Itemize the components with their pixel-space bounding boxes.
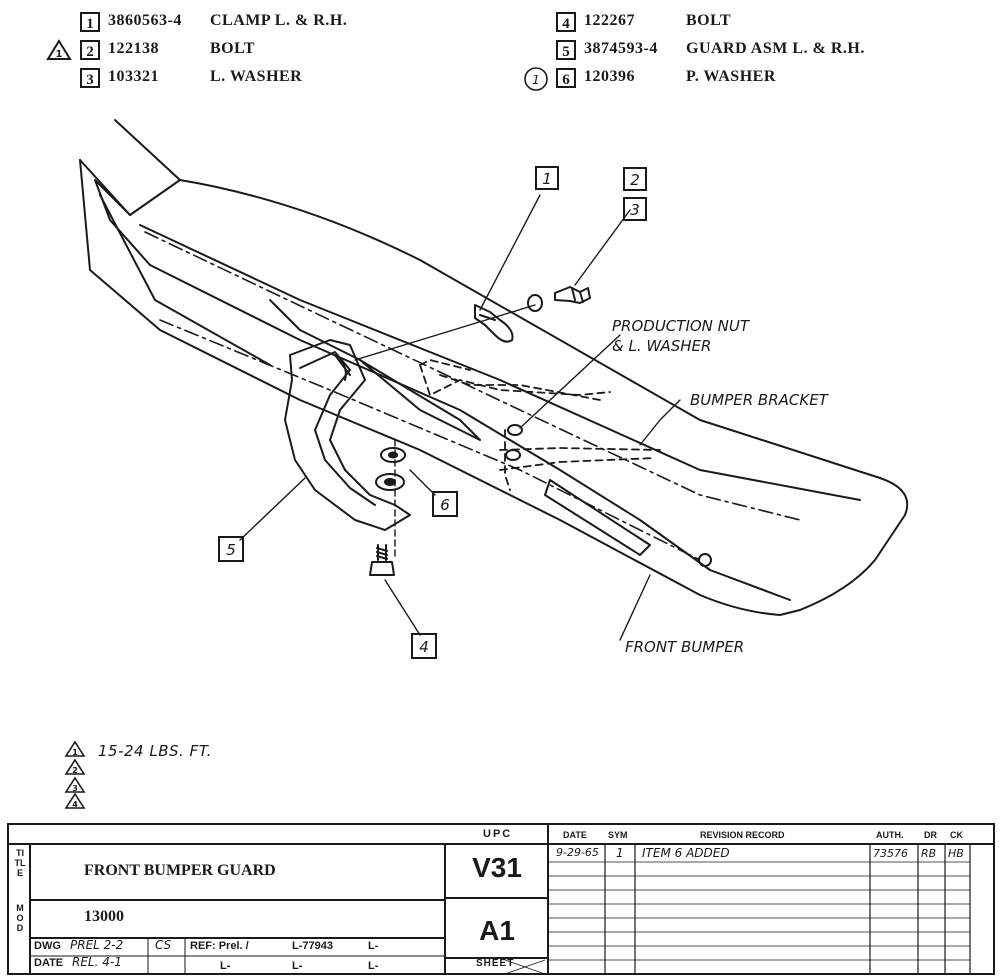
rev-header-dr: DR bbox=[924, 830, 937, 840]
ref-l-slot: L- bbox=[368, 960, 379, 972]
revision-flag-number: 1 bbox=[532, 73, 540, 87]
torque-note: 15-24 LBS. FT. bbox=[98, 742, 212, 760]
ref-label: REF: Prel. / bbox=[190, 940, 249, 952]
parts-list-description: BOLT bbox=[686, 12, 731, 29]
parts-list-item-number: 3 bbox=[80, 68, 100, 88]
callout-4: 4 bbox=[419, 638, 429, 656]
model-number: 13000 bbox=[84, 908, 124, 925]
revision-ck: HB bbox=[948, 847, 964, 860]
ref-l-slot: L- bbox=[292, 960, 303, 972]
drawing-title: FRONT BUMPER GUARD bbox=[84, 862, 276, 879]
leader-production-nut bbox=[519, 334, 621, 429]
parts-list-item-number: 2 bbox=[80, 40, 100, 60]
date-label: DATE bbox=[34, 957, 64, 969]
revision-record: ITEM 6 ADDED bbox=[642, 846, 730, 860]
callout-5: 5 bbox=[226, 541, 236, 559]
leader-5 bbox=[239, 477, 306, 541]
sheet-label: SHEET bbox=[476, 958, 515, 969]
torque-flag-number: 1 bbox=[56, 49, 63, 60]
parts-list-part-number: 103321 bbox=[108, 68, 159, 85]
parts-list-description: GUARD ASM L. & R.H. bbox=[686, 40, 865, 57]
parts-list-item-number: 4 bbox=[556, 12, 576, 32]
front-bumper-shape bbox=[79, 119, 909, 616]
parts-list-part-number: 3874593-4 bbox=[584, 40, 658, 57]
leader-4 bbox=[384, 579, 421, 636]
rev-header-auth: AUTH. bbox=[876, 830, 904, 840]
label-lock-washer: & L. WASHER bbox=[612, 337, 711, 355]
parts-list-part-number: 3860563-4 bbox=[108, 12, 182, 29]
note-flag-3: 3 bbox=[72, 784, 78, 793]
group-code: A1 bbox=[479, 915, 515, 946]
bolt-122138-shape bbox=[554, 286, 591, 304]
label-production-nut: PRODUCTION NUT bbox=[612, 317, 751, 335]
guard-asm-shape bbox=[284, 339, 411, 531]
title-label: TITLE bbox=[14, 848, 26, 878]
production-nut-shape bbox=[507, 424, 523, 436]
bolt-centerline bbox=[354, 304, 536, 361]
revision-auth: 73576 bbox=[873, 847, 908, 860]
leader-2 bbox=[574, 209, 631, 286]
upc-label: UPC bbox=[483, 828, 513, 840]
parts-list-part-number: 120396 bbox=[584, 68, 635, 85]
upc-code: V31 bbox=[472, 852, 522, 883]
dwg-label: DWG bbox=[34, 940, 61, 952]
callout-1: 1 bbox=[542, 170, 552, 188]
ref-number: L-77943 bbox=[292, 940, 333, 952]
callout-2: 2 bbox=[630, 171, 640, 189]
label-front-bumper: FRONT BUMPER bbox=[625, 638, 744, 656]
revision-date: 9-29-65 bbox=[556, 846, 599, 859]
parts-list-item-number: 1 bbox=[80, 12, 100, 32]
callout-3: 3 bbox=[630, 201, 640, 219]
bumper-bracket-hidden-lines bbox=[419, 359, 661, 491]
clamp-shape bbox=[474, 304, 514, 343]
bolt-122267-shape bbox=[369, 544, 395, 576]
parts-list-part-number: 122267 bbox=[584, 12, 635, 29]
date-rel: REL. 4-1 bbox=[72, 955, 122, 969]
rev-header-sym: SYM bbox=[608, 830, 628, 840]
parts-list-item-number: 6 bbox=[556, 68, 576, 88]
parts-list-part-number: 122138 bbox=[108, 40, 159, 57]
callout-6: 6 bbox=[440, 496, 450, 514]
leader-bumper-bracket bbox=[639, 399, 681, 446]
torque-flag-triangle-icon: 1 bbox=[46, 39, 72, 60]
title-block bbox=[7, 823, 995, 975]
parts-list-item-number: 5 bbox=[556, 40, 576, 60]
dwg-initials: CS bbox=[155, 938, 172, 952]
production-washer-shape bbox=[505, 449, 521, 461]
rev-header-record: REVISION RECORD bbox=[700, 830, 785, 840]
exploded-assembly-drawing: 1 2 3 6 5 4 PRODUCTION NUT & L. WASHER B… bbox=[79, 119, 909, 659]
ref-l-slot: L- bbox=[368, 940, 379, 952]
parts-list-description: BOLT bbox=[210, 40, 255, 57]
lock-washer-shape bbox=[527, 294, 543, 312]
leader-1 bbox=[479, 194, 541, 311]
leader-front-bumper bbox=[619, 574, 651, 641]
notes-flag-triangles: 1 2 3 4 bbox=[64, 740, 86, 809]
parts-list-description: P. WASHER bbox=[686, 68, 776, 85]
label-bumper-bracket: BUMPER BRACKET bbox=[690, 391, 830, 409]
note-flag-4: 4 bbox=[72, 800, 78, 809]
p-washer-shape bbox=[375, 447, 406, 491]
parts-list-description: L. WASHER bbox=[210, 68, 303, 85]
leader-6 bbox=[409, 469, 436, 496]
dwg-prel: PREL 2-2 bbox=[70, 938, 124, 952]
revision-flag-circle-icon: 1 bbox=[524, 67, 548, 91]
ref-l-slot: L- bbox=[220, 960, 231, 972]
rev-header-ck: CK bbox=[950, 830, 963, 840]
revision-dr: RB bbox=[921, 847, 937, 860]
note-flag-1: 1 bbox=[72, 748, 78, 757]
revision-sym: 1 bbox=[616, 846, 624, 860]
parts-list-description: CLAMP L. & R.H. bbox=[210, 12, 348, 29]
note-flag-2: 2 bbox=[72, 766, 78, 775]
rev-header-date: DATE bbox=[563, 830, 587, 840]
mod-label: MOD bbox=[16, 903, 24, 933]
